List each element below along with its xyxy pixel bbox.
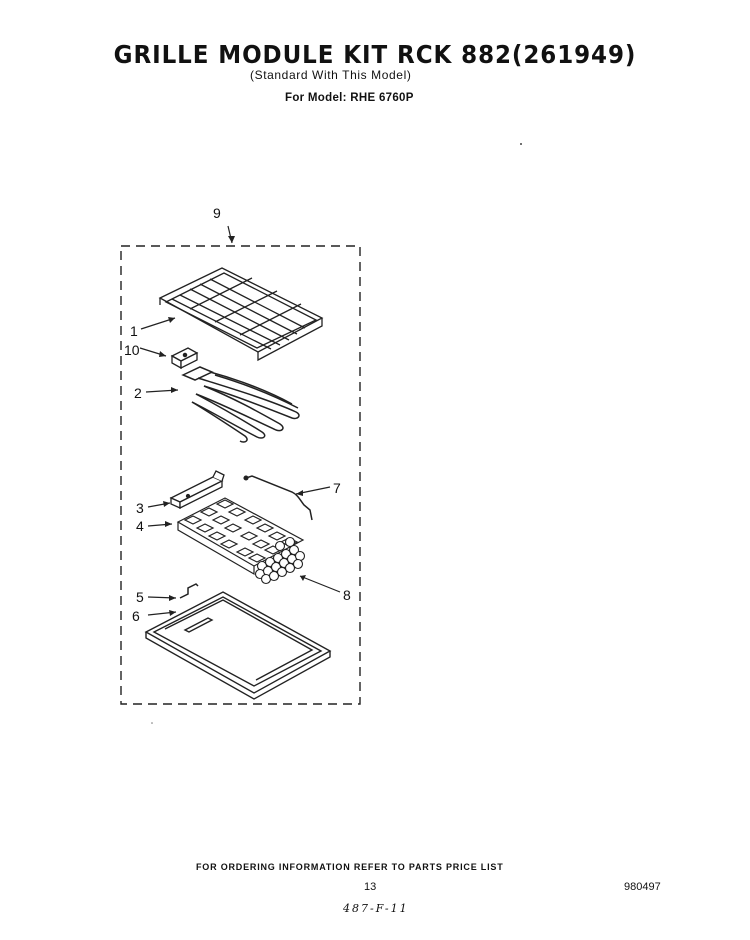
leader-arrowheads xyxy=(159,236,306,616)
callout-5: 5 xyxy=(136,589,144,605)
callout-7: 7 xyxy=(333,480,341,496)
handwritten-note: 487-F-11 xyxy=(343,902,409,915)
part-drip-pan xyxy=(144,591,332,700)
part-rack xyxy=(158,267,324,362)
kit-boundary xyxy=(120,245,361,705)
callout-3: 3 xyxy=(136,500,144,516)
model-line: For Model: RHE 6760P xyxy=(285,92,414,104)
part-bracket-block xyxy=(170,347,199,370)
part-heating-element xyxy=(181,366,300,443)
part-small-clip xyxy=(179,583,199,599)
callout-1: 1 xyxy=(130,323,138,339)
page-number: 13 xyxy=(364,881,377,893)
part-wire-clip xyxy=(243,475,313,521)
part-lava-rocks xyxy=(254,536,306,585)
ordering-note: FOR ORDERING INFORMATION REFER TO PARTS … xyxy=(196,862,504,872)
page-subtitle: (Standard With This Model) xyxy=(250,68,412,82)
callout-2: 2 xyxy=(134,385,142,401)
callout-9: 9 xyxy=(213,205,221,221)
callout-4: 4 xyxy=(136,518,144,534)
callout-6: 6 xyxy=(132,608,140,624)
scan-speck xyxy=(151,722,153,724)
part-support-bracket xyxy=(169,470,225,510)
callout-10: 10 xyxy=(124,342,140,358)
callout-8: 8 xyxy=(343,587,351,603)
document-number: 980497 xyxy=(624,881,661,893)
scan-speck xyxy=(520,143,522,145)
page-title: GRILLE MODULE KIT RCK 882(261949) xyxy=(113,40,637,69)
